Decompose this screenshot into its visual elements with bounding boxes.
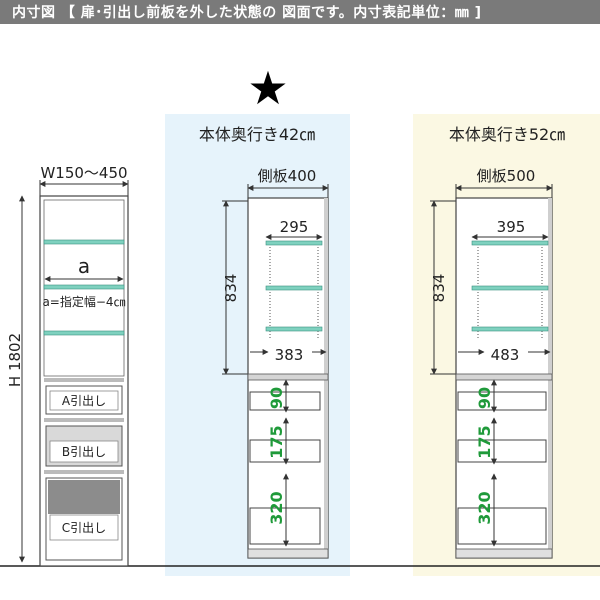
unit-42-drawer-height-1: 90 [267, 387, 286, 409]
header-bar: 内寸図 【 扉･引出し前板を外した状態の 図面です。内寸表記単位：㎜ ] [0, 0, 600, 24]
header-text: 内寸図 【 扉･引出し前板を外した状態の 図面です。内寸表記単位：㎜ ] [12, 5, 482, 21]
left-inner-width-note: a=指定幅−4㎝ [42, 294, 125, 309]
unit-42-upper-height: 834 [222, 274, 240, 303]
drawer-c-label: C引出し [62, 521, 106, 535]
unit-42-drawer-height-3: 320 [267, 491, 286, 524]
drawer-b-label: B引出し [62, 445, 106, 459]
left-inner-width-label: a [78, 254, 90, 278]
unit-42-title: 本体奥行き42㎝ [199, 125, 315, 144]
unit-52: 本体奥行き52㎝ 側板500 834 395 483 9 [430, 125, 565, 559]
unit-52-drawer-height-2: 175 [475, 425, 494, 458]
unit-52-inner-depth: 483 [491, 346, 520, 364]
left-width-label: W150〜450 [40, 164, 127, 182]
unit-52-side-label: 側板500 [477, 167, 536, 185]
drawer-a-label: A引出し [62, 394, 106, 408]
unit-52-drawer-height-1: 90 [475, 387, 494, 409]
unit-42-drawer-height-2: 175 [267, 425, 286, 458]
unit-42: 本体奥行き42㎝ 側板400 834 295 383 9 [199, 125, 329, 559]
unit-42-shelf-depth: 295 [280, 218, 309, 236]
unit-42-side-label: 側板400 [258, 167, 317, 185]
star-icon: ★ [247, 61, 288, 115]
unit-52-title: 本体奥行き52㎝ [449, 125, 565, 144]
unit-52-drawer-height-3: 320 [475, 491, 494, 524]
left-unit: W150〜450 H 1802 a a=指定幅−4㎝ A引出し B引出し C引出… [6, 164, 129, 567]
left-height-label: H 1802 [6, 333, 24, 387]
unit-42-inner-depth: 383 [275, 346, 304, 364]
unit-52-upper-height: 834 [430, 274, 448, 303]
unit-52-shelf-depth: 395 [497, 218, 526, 236]
